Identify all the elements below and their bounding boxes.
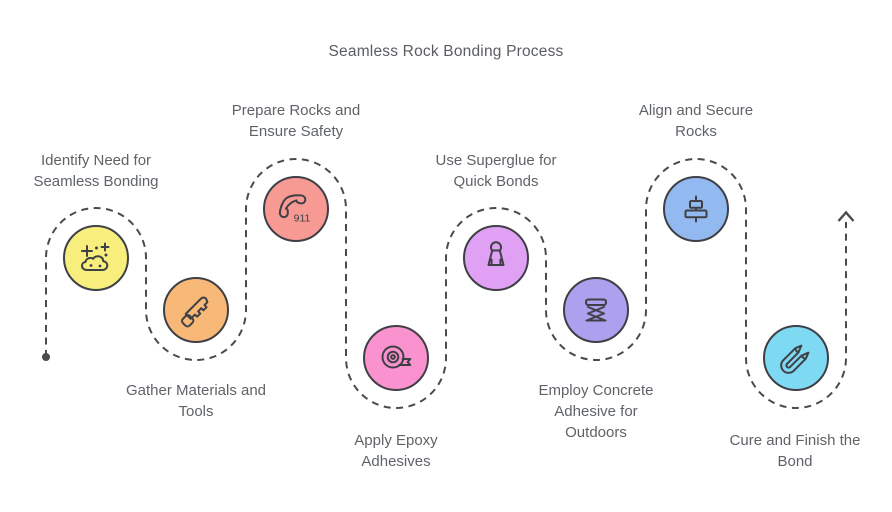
step-node-1 xyxy=(63,225,129,291)
path-end-arrow-icon xyxy=(837,210,855,222)
step-node-3: 911 xyxy=(263,176,329,242)
page-title: Seamless Rock Bonding Process xyxy=(328,43,564,60)
step-node-6 xyxy=(563,277,629,343)
step-node-5 xyxy=(463,225,529,291)
emergency-number-badge: 911 xyxy=(294,213,311,225)
step-node-8 xyxy=(763,325,829,391)
step-node-4 xyxy=(363,325,429,391)
path-start-dot xyxy=(42,353,50,361)
scissor-lift-icon xyxy=(585,298,607,322)
binder-clip-icon xyxy=(487,241,505,266)
rock-sparkles-icon xyxy=(81,242,110,271)
emergency-phone-icon: 911 xyxy=(278,194,311,225)
step-node-7 xyxy=(663,176,729,242)
tape-roll-icon xyxy=(381,345,412,369)
serpentine-dashed-path xyxy=(45,158,847,409)
tweezers-icon xyxy=(780,344,810,374)
align-center-icon xyxy=(684,195,708,223)
saw-icon xyxy=(181,296,209,328)
step-node-2 xyxy=(163,277,229,343)
